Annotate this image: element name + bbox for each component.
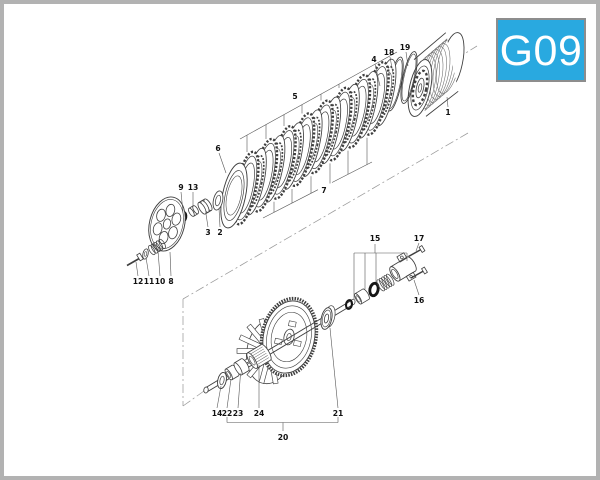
part-24-splined-hub [246, 344, 272, 369]
callout-21: 21 [333, 409, 344, 418]
bracket-part-15 [353, 244, 408, 299]
part-6-ring-plate [220, 162, 248, 229]
part-16-bolt [410, 266, 428, 279]
callout-numbers: 1 2 3 4 5 6 7 8 9 10 11 12 13 14 15 16 1… [133, 43, 451, 442]
part-20-primary-gear [259, 296, 319, 378]
callout-14: 14 [212, 409, 223, 418]
callout-2: 2 [217, 228, 222, 237]
callout-4: 4 [371, 55, 376, 64]
upper-clutch-pack-assembly [126, 32, 465, 267]
callout-16: 16 [414, 296, 425, 305]
kit-spring [376, 273, 395, 292]
part-15-kit [344, 273, 395, 310]
callout-19: 19 [400, 43, 411, 52]
callout-8: 8 [168, 277, 173, 286]
part-1-clutch-drum [407, 32, 465, 117]
bracket-part-7 [262, 137, 373, 219]
part-13-spacer-bush [188, 205, 199, 217]
callout-18: 18 [384, 48, 395, 57]
part-11-washer [142, 248, 149, 260]
callout-12: 12 [133, 277, 144, 286]
part-2-washer [212, 190, 224, 211]
kit-o-ring [344, 299, 354, 310]
part-10-spring [148, 238, 166, 256]
part-3-hub-nut [197, 198, 213, 215]
callout-9: 9 [178, 183, 183, 192]
callout-13: 13 [188, 183, 199, 192]
callout-15: 15 [370, 234, 381, 243]
callout-6: 6 [215, 144, 220, 153]
callout-1: 1 [445, 108, 450, 117]
callout-3: 3 [205, 228, 210, 237]
part-23-roller-bush [233, 358, 250, 376]
callout-17: 17 [414, 234, 425, 243]
page-code-badge: G09 [496, 18, 586, 82]
callout-5: 5 [292, 92, 297, 101]
callout-10: 10 [155, 277, 166, 286]
part-17-bolt [408, 245, 426, 258]
callout-7: 7 [321, 186, 326, 195]
actuator-housing [389, 252, 417, 282]
callout-leader-lines [135, 51, 449, 431]
callout-11: 11 [144, 277, 155, 286]
callout-24: 24 [254, 409, 265, 418]
part-21-thrust-washer [320, 305, 336, 330]
bracket-part-20 [226, 417, 339, 431]
part-12-bolt [126, 252, 144, 267]
callout-20: 20 [278, 433, 289, 442]
callout-23: 23 [233, 409, 244, 418]
kit-seal [368, 281, 380, 298]
lower-clutch-basket-assembly [203, 245, 428, 394]
part-8-pressure-plate [148, 196, 186, 252]
page-code-text: G09 [500, 27, 583, 75]
kit-bush [354, 288, 370, 305]
bracket-part-5 [239, 51, 398, 152]
part-19-o-ring [400, 51, 418, 104]
callout-22: 22 [222, 409, 233, 418]
